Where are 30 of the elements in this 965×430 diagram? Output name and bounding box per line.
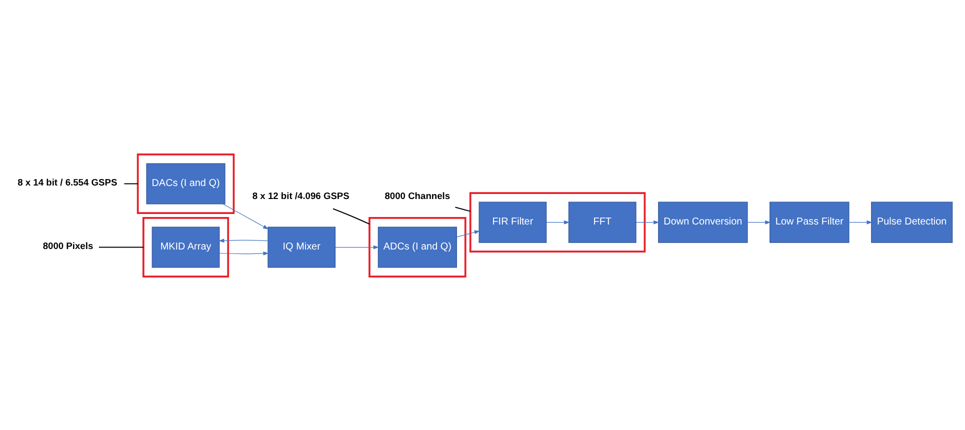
node-text: 8000 Pixels — [42, 240, 94, 250]
node-box: Low Pass Filter — [770, 201, 850, 242]
node-text: 8000 Channels — [384, 190, 450, 200]
arrow — [747, 220, 771, 224]
connector — [98, 246, 144, 248]
cluster — [368, 216, 466, 277]
node-box: DACs (I and Q) — [146, 162, 226, 204]
connector — [124, 182, 138, 184]
node-text: 8 x 14 bit / 6.554 GSPS — [18, 176, 118, 187]
arrow — [546, 220, 570, 224]
arrow — [335, 244, 380, 249]
node-box: Down Conversion — [658, 201, 748, 242]
arrow — [848, 220, 872, 224]
node-box: FIR Filter — [478, 201, 547, 242]
node-box: FFT — [568, 201, 636, 242]
arrow — [636, 220, 660, 224]
connector — [454, 206, 471, 212]
node-box: IQ Mixer — [268, 226, 336, 268]
arrow — [219, 250, 269, 255]
node-text: 8 x 12 bit /4.096 GSPS — [252, 190, 350, 200]
cluster — [142, 216, 230, 277]
connector — [332, 208, 370, 224]
node-box: Pulse Detection — [871, 201, 953, 242]
cluster — [136, 153, 235, 214]
arrow — [218, 238, 268, 242]
arrow — [222, 203, 269, 229]
arrow — [456, 230, 480, 237]
node-box: MKID Array — [152, 226, 220, 268]
cluster — [469, 192, 646, 252]
node-box: ADCs (I and Q) — [378, 226, 457, 268]
